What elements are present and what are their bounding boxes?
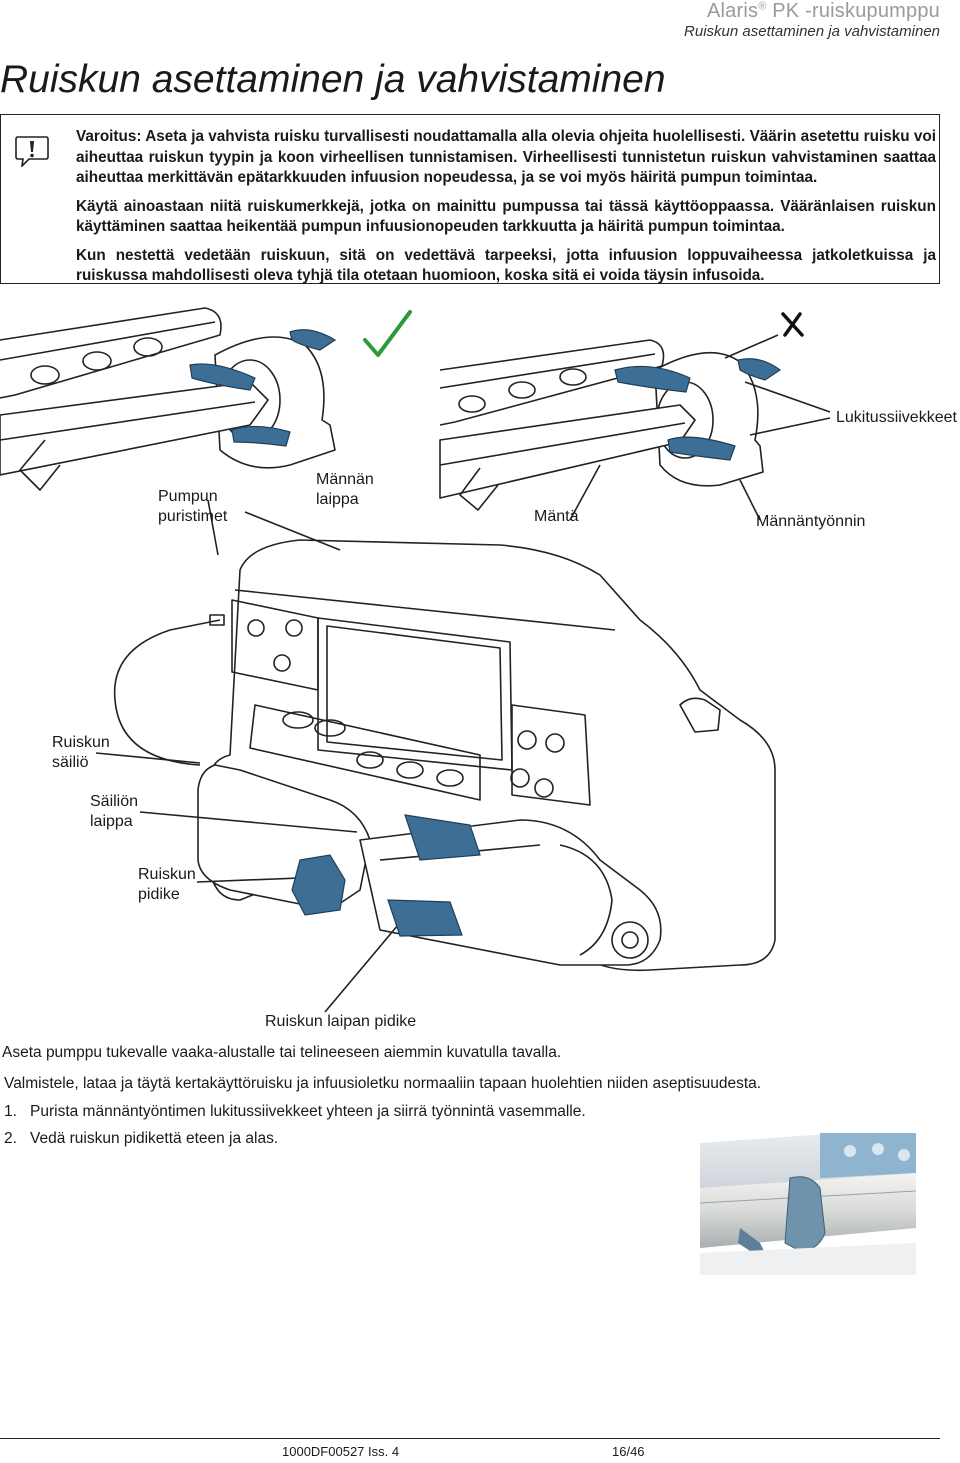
pump-illustration xyxy=(0,307,831,1013)
footer-document-id: 1000DF00527 Iss. 4 xyxy=(282,1444,400,1459)
right-lower-wing xyxy=(667,436,736,461)
label-plunger-driver: Männäntyönnin xyxy=(756,513,866,530)
plunger-flange-clamp xyxy=(404,814,481,861)
warning-paragraph-2: Käytä ainoastaan niitä ruiskumerkkejä, j… xyxy=(76,197,936,236)
label-syringe-barrel-line1: Ruiskun xyxy=(52,734,110,751)
syringe-holder-blue xyxy=(387,899,463,937)
instruction-prep: Valmistele, lataa ja täytä kertakäyttöru… xyxy=(4,1075,762,1092)
left-upper-wing xyxy=(289,329,337,351)
left-rail xyxy=(0,307,222,399)
warning-exclamation-icon xyxy=(15,136,49,167)
label-flange-holder: Ruiskun laipan pidike xyxy=(265,1013,417,1030)
warning-paragraph-1: Varoitus: Aseta ja vahvista ruisku turva… xyxy=(76,128,936,186)
plunger-driver-arm xyxy=(359,819,662,966)
left-lower-wing xyxy=(231,425,291,447)
brand-name: Alaris xyxy=(706,0,759,22)
left-lower-clamp xyxy=(189,363,256,391)
right-keypad xyxy=(511,704,591,806)
step-1: 1. Purista männäntyöntimen lukitussiivekk… xyxy=(4,1103,586,1121)
left-plunger-driver xyxy=(214,336,336,469)
right-lower-clamp xyxy=(614,365,691,393)
label-syringe-clamp-line2: pidike xyxy=(138,886,180,903)
warning-text: Varoitus: Aseta ja vahvista ruisku turva… xyxy=(76,127,936,295)
right-plunger-driver xyxy=(654,351,764,487)
label-plunger: Mäntä xyxy=(534,508,579,525)
step-2: 2. Vedä ruiskun pidikettä eteen ja alas. xyxy=(4,1130,278,1148)
infusion-line xyxy=(113,619,221,766)
footer-page-number: 16/46 xyxy=(612,1444,645,1459)
header-subtitle: Ruiskun asettaminen ja vahvistaminen xyxy=(684,23,940,40)
label-pump-clamps-line1: Pumpun xyxy=(158,488,218,505)
label-syringe-barrel-line2: säiliö xyxy=(52,754,89,771)
warning-paragraph-3: Kun nestettä vedetään ruiskuun, sitä on … xyxy=(76,246,936,285)
pump-housing xyxy=(209,539,776,972)
left-plunger-rod xyxy=(0,381,269,476)
registered-mark: ® xyxy=(758,0,767,13)
step-1-text: Purista männäntyöntimen lukitussiivekkee… xyxy=(30,1103,586,1120)
page-title: Ruiskun asettaminen ja vahvistaminen xyxy=(0,58,666,101)
label-syringe-clamp-line1: Ruiskun xyxy=(138,866,196,883)
pump-display xyxy=(317,617,513,771)
syringe-loading-diagram: Lukitussiivekkeet Pumpun puristimet Männ… xyxy=(0,300,960,1030)
label-barrel-flange-line1: Säiliön xyxy=(90,793,139,810)
right-upper-wing xyxy=(737,358,782,381)
label-pump-clamps-line2: puristimet xyxy=(158,508,228,525)
footer-rule xyxy=(0,1438,940,1439)
syringe-holder-photo xyxy=(700,1133,916,1275)
product-name: PK -ruiskupumppu xyxy=(766,0,940,22)
left-keypad xyxy=(231,599,319,691)
warning-box: Varoitus: Aseta ja vahvista ruisku turva… xyxy=(0,114,940,284)
label-locking-wings: Lukitussiivekkeet xyxy=(836,409,957,426)
flange-holder-blue xyxy=(291,854,346,916)
right-plunger-rod xyxy=(439,404,696,499)
label-plunger-flange-line2: laippa xyxy=(316,491,359,508)
cross-mark-icon xyxy=(781,312,804,337)
label-plunger-flange-line1: Männän xyxy=(316,471,374,488)
step-1-number: 1. xyxy=(4,1103,17,1120)
label-barrel-flange-line2: laippa xyxy=(90,813,133,830)
instruction-intro: Aseta pumppu tukevalle vaaka-alustalle t… xyxy=(2,1044,562,1061)
step-2-number: 2. xyxy=(4,1130,17,1147)
header-brand: Alaris® PK -ruiskupumppu xyxy=(707,0,940,23)
step-2-text: Vedä ruiskun pidikettä eteen ja alas. xyxy=(30,1130,279,1147)
check-mark-icon xyxy=(363,310,412,357)
